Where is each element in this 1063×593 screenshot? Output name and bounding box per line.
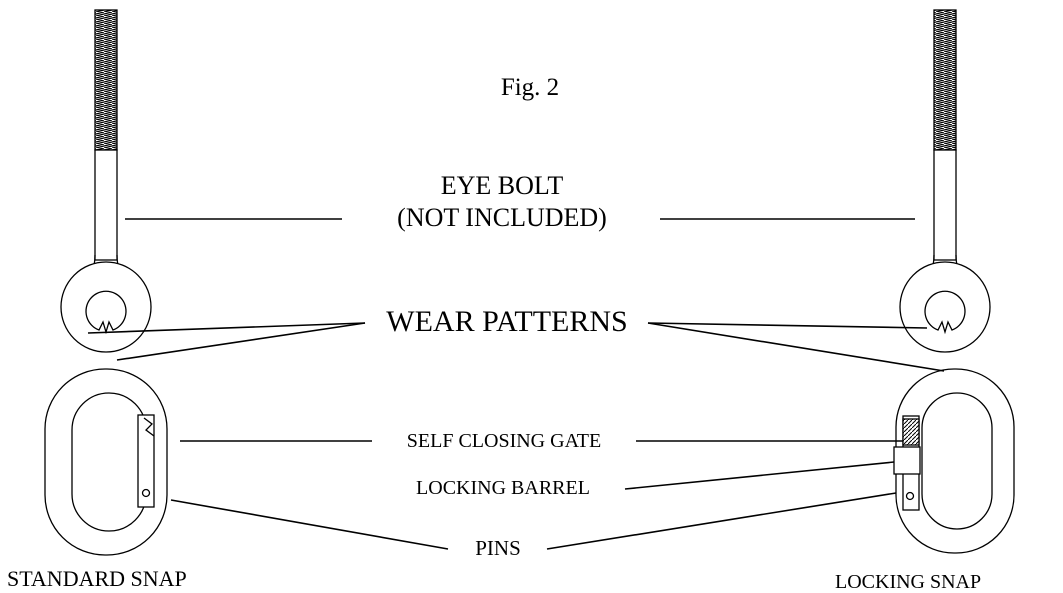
right-bolt-eye-hole [924, 290, 966, 335]
standard-snap-inner [71, 392, 147, 532]
leader-wear-left-upper [87, 322, 366, 334]
standard-snap-label: STANDARD SNAP [7, 566, 187, 591]
right-bolt-shank [933, 149, 957, 261]
leader-locking-barrel [624, 461, 895, 490]
standard-snap-pin [141, 488, 151, 498]
standard-snap-gate-nose [143, 417, 155, 437]
locking-snap-label: LOCKING SNAP [835, 571, 982, 593]
leader-wear-right-upper [647, 322, 928, 329]
wear-patterns-label: WEAR PATTERNS [386, 305, 628, 338]
leader-wear-left-lower [116, 322, 366, 361]
locking-snap-pin [905, 491, 915, 501]
locking-barrel-label: LOCKING BARREL [416, 477, 590, 499]
locking-snap-drawing [893, 368, 1015, 554]
eye-bolt-label: EYE BOLT [440, 171, 564, 200]
not-included-label: (NOT INCLUDED) [397, 203, 607, 232]
left-eye-bolt [60, 9, 152, 353]
left-bolt-shank [94, 149, 118, 261]
leader-pins-left [170, 499, 449, 550]
standard-snap-drawing [44, 368, 168, 556]
right-eye-bolt [899, 9, 991, 353]
left-bolt-thread [94, 9, 118, 151]
locking-snap-inner [921, 392, 993, 530]
pins-label: PINS [475, 536, 521, 560]
leader-pins-right [546, 492, 897, 550]
left-bolt-eye-hole [85, 290, 127, 335]
leader-lines [87, 218, 945, 550]
locking-barrel-drawing [893, 446, 921, 475]
locking-snap-gate-hatch [902, 418, 920, 446]
figure-caption: Fig. 2 [500, 74, 560, 101]
standard-snap-gate [137, 414, 155, 508]
self-closing-gate-label: SELF CLOSING GATE [406, 430, 602, 452]
leader-wear-right-lower [647, 322, 945, 372]
right-bolt-thread [933, 9, 957, 151]
